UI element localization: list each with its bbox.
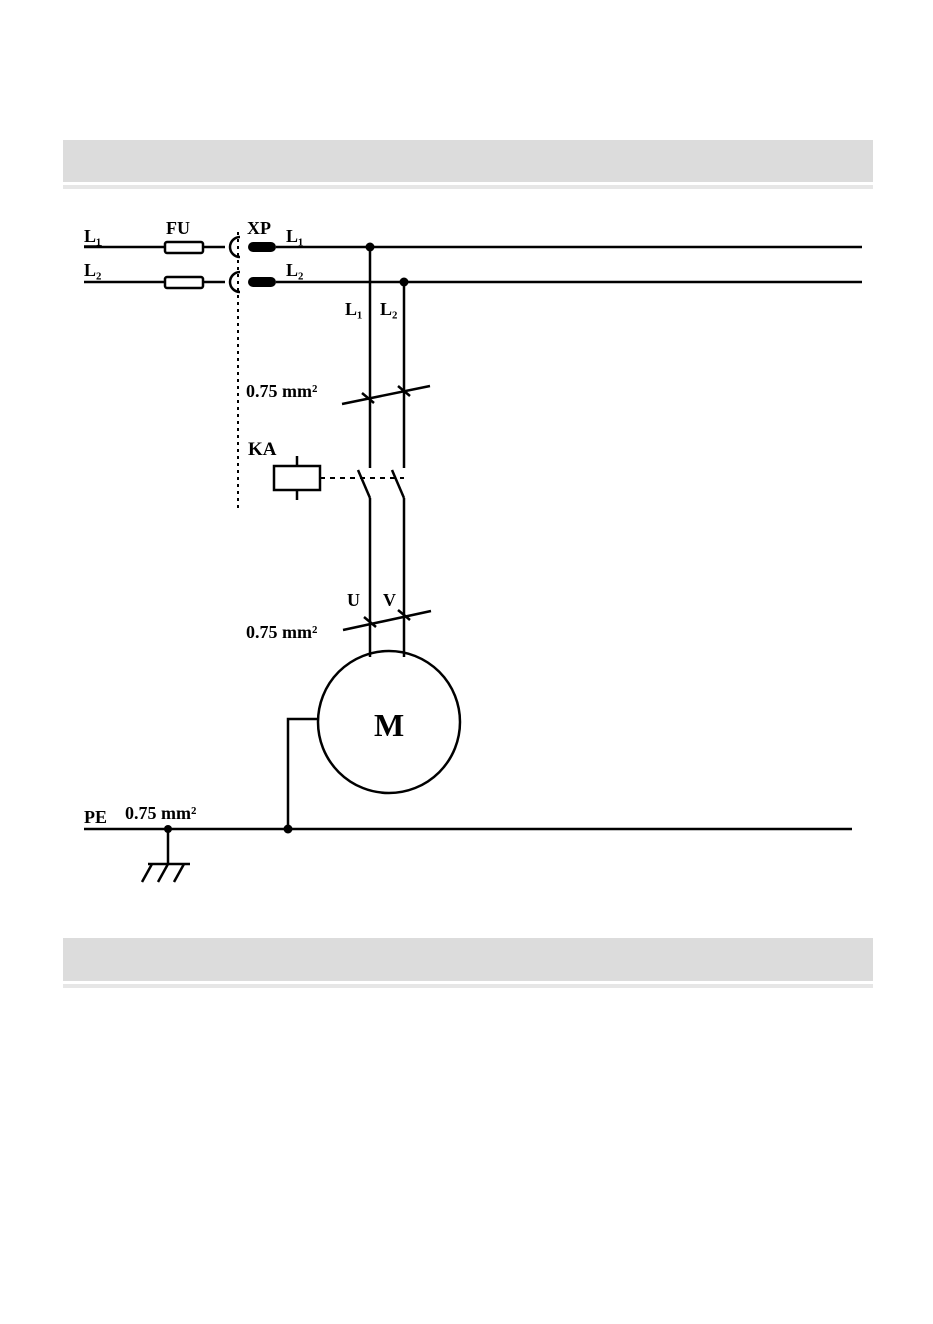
fuse-l1 (165, 242, 203, 253)
label-supply-l2: L₂ (84, 260, 101, 280)
label-drop-l2: L₂ (380, 299, 397, 319)
junction-l2 (400, 278, 409, 287)
fuse-l2 (165, 277, 203, 288)
junction-pe-earth (164, 825, 172, 833)
relay-coil (274, 466, 320, 490)
label-fuse: FU (166, 218, 190, 238)
plug-pin-l2 (248, 277, 276, 287)
wire-slash-top (342, 386, 430, 404)
label-drop-l1: L₁ (345, 299, 362, 319)
contact-blade-l1 (358, 470, 370, 498)
label-pe: PE (84, 807, 107, 827)
label-plug: XP (247, 218, 271, 238)
label-wire-pe: 0.75 mm² (125, 803, 196, 823)
label-wire-motor: 0.75 mm² (246, 622, 317, 642)
label-bus-l2: L₂ (286, 260, 303, 280)
junction-pe-motor (284, 825, 293, 834)
plug-pin-l1 (248, 242, 276, 252)
label-terminal-v: V (383, 590, 396, 610)
label-relay: KA (248, 439, 277, 460)
label-wire-top: 0.75 mm² (246, 381, 317, 401)
wire-slash-motor (343, 611, 431, 630)
junction-l1 (366, 243, 375, 252)
label-supply-l1: L₁ (84, 226, 101, 246)
label-motor: M (374, 707, 404, 743)
motor-ground-wire (288, 719, 318, 829)
label-terminal-u: U (347, 590, 360, 610)
label-bus-l1: L₁ (286, 226, 303, 246)
contact-blade-l2 (392, 470, 404, 498)
